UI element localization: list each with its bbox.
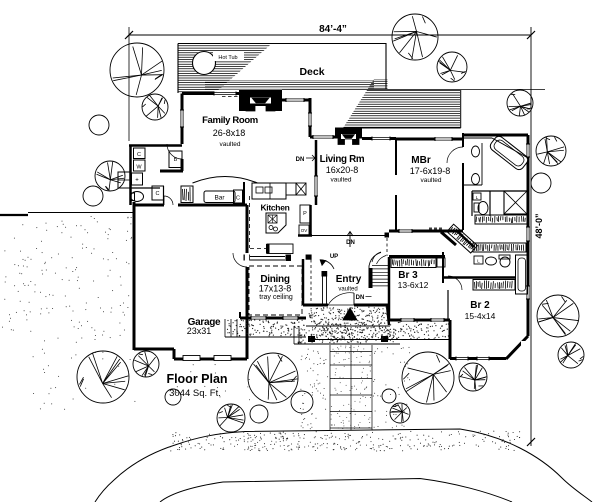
svg-text:26-8x18: 26-8x18 xyxy=(213,128,246,138)
svg-text:15-4x14: 15-4x14 xyxy=(465,311,496,321)
svg-text:Br 2: Br 2 xyxy=(470,300,490,311)
svg-text:+: + xyxy=(135,178,139,184)
svg-text:Floor Plan: Floor Plan xyxy=(166,372,227,386)
svg-text:3044 Sq. Ft.: 3044 Sq. Ft. xyxy=(169,388,221,399)
svg-text:W: W xyxy=(136,165,142,171)
svg-text:Dining: Dining xyxy=(260,274,289,285)
svg-text:Living Rm: Living Rm xyxy=(320,154,365,165)
svg-text:C: C xyxy=(156,191,160,197)
svg-text:Br 3: Br 3 xyxy=(398,270,418,281)
svg-text:DN: DN xyxy=(346,240,355,246)
svg-text:Family Room: Family Room xyxy=(202,115,258,126)
svg-text:23x31: 23x31 xyxy=(187,326,212,336)
svg-text:Bar: Bar xyxy=(214,195,225,202)
svg-text:vaulted: vaulted xyxy=(220,141,241,148)
svg-text:DN: DN xyxy=(356,295,365,301)
svg-text:Hot Tub: Hot Tub xyxy=(218,55,237,61)
svg-text:MBr: MBr xyxy=(411,155,431,166)
svg-text:L: L xyxy=(476,195,479,200)
svg-text:Kitchen: Kitchen xyxy=(260,203,289,213)
svg-text:OV: OV xyxy=(301,228,308,233)
svg-text:L: L xyxy=(477,259,480,264)
svg-text:DN: DN xyxy=(296,157,305,163)
svg-text:C: C xyxy=(236,196,240,202)
svg-text:B: B xyxy=(174,157,178,163)
svg-text:vaulted: vaulted xyxy=(338,287,357,293)
svg-text:Deck: Deck xyxy=(299,66,324,78)
svg-text:48’-0”: 48’-0” xyxy=(534,213,544,238)
svg-text:UP: UP xyxy=(330,254,338,260)
svg-text:Entry: Entry xyxy=(336,274,362,285)
svg-text:vaulted: vaulted xyxy=(421,177,442,184)
svg-text:P: P xyxy=(303,211,307,217)
svg-text:13-6x12: 13-6x12 xyxy=(398,280,429,290)
svg-text:84’-4”: 84’-4” xyxy=(319,24,347,35)
svg-text:C: C xyxy=(137,152,141,158)
svg-text:17-6x19-8: 17-6x19-8 xyxy=(410,166,451,176)
svg-text:16x20-8: 16x20-8 xyxy=(326,165,359,175)
svg-text:vaulted: vaulted xyxy=(331,177,352,184)
svg-text:17x13-8: 17x13-8 xyxy=(259,284,292,294)
svg-text:Garage: Garage xyxy=(188,317,221,328)
svg-text:tray ceiling: tray ceiling xyxy=(259,294,293,301)
